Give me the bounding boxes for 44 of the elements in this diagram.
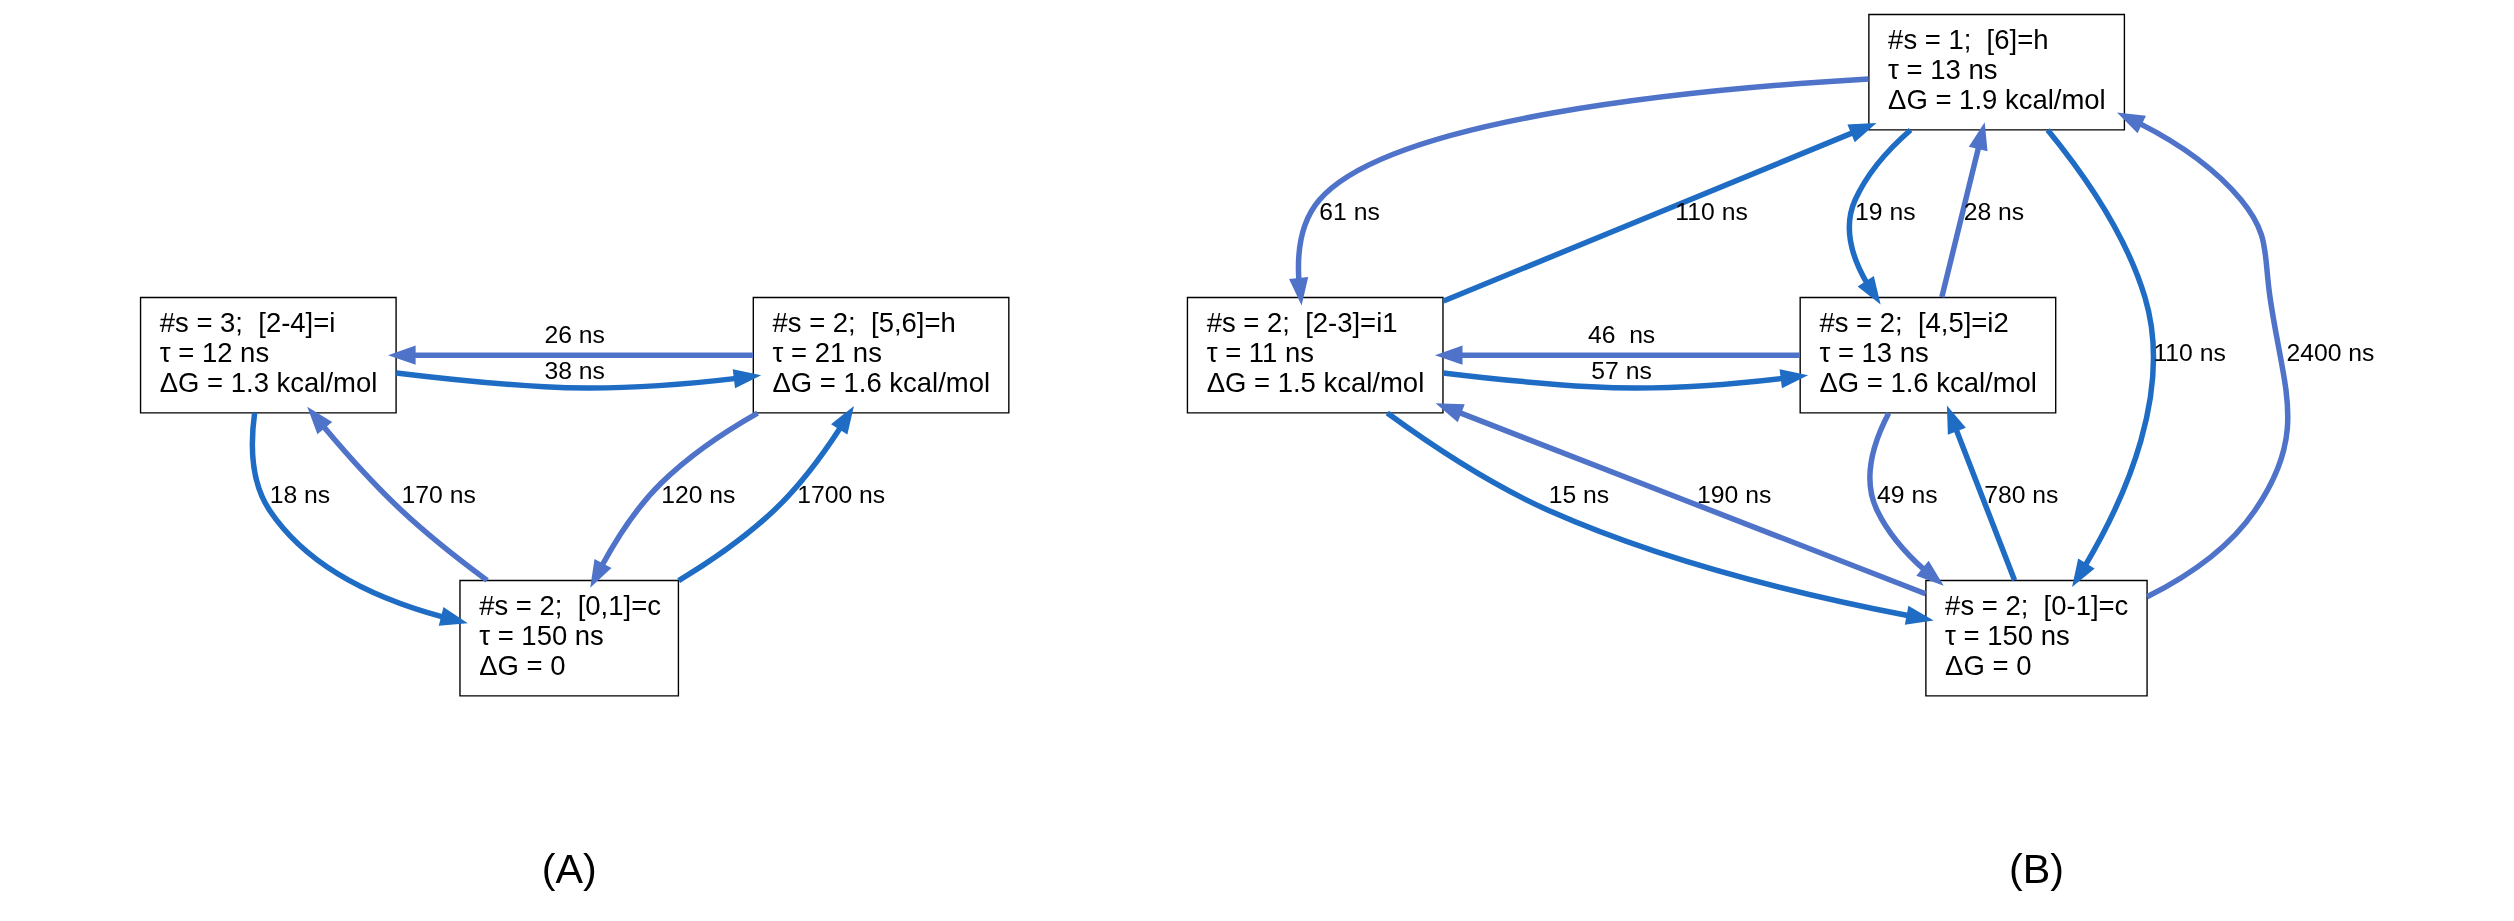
arrow [1442,368,1808,391]
node-box: #s = 2; [4,5]=i2 τ = 13 ns ΔG = 1.6 kcal/mol [1799,296,2056,414]
arrow [387,345,753,365]
node-box: #s = 2; [2-3]=i1 τ = 11 ns ΔG = 1.5 kcal/mol [1186,296,1444,414]
arrow [676,405,854,583]
arrow [1435,402,1926,596]
arrow [1946,405,2017,581]
edge-label: 38 ns [543,356,605,384]
arrow [1938,121,1987,298]
edge-label: 49 ns [1876,480,1938,508]
arrow [1385,410,1934,625]
edge-label: 57 ns [1590,356,1652,384]
edge-label: 190 ns [1696,480,1771,508]
edge-label: 46 ns [1587,320,1655,348]
arrow [249,412,468,626]
arrow [1846,127,1912,304]
node-box: #s = 2; [5,6]=h τ = 21 ns ΔG = 1.6 kcal/mol [752,296,1009,414]
node-box: #s = 2; [0-1]=c τ = 150 ns ΔG = 0 [1924,579,2148,697]
edge-label: 2400 ns [2286,338,2374,366]
edge-label: 110 ns [1674,197,1748,225]
arrow [1288,75,1869,305]
edge-label: 15 ns [1548,480,1609,508]
arrow [306,406,489,583]
arrow [1442,122,1877,304]
arrow [1866,411,1944,586]
edge-label: 1700 ns [796,480,885,508]
arrow [2116,112,2290,599]
edge-label: 18 ns [269,480,330,508]
arrow [2045,127,2156,587]
label: (B) [2008,845,2064,892]
arrow [589,410,759,588]
node-box: #s = 3; [2-4]=i τ = 12 ns ΔG = 1.3 kcal/mol [139,296,397,414]
edge-label: 170 ns [401,480,476,508]
edge-label: 61 ns [1318,197,1380,225]
arrow [395,368,761,391]
edge-label: 120 ns [660,480,735,508]
edge-label: 780 ns [1983,480,2058,508]
node-box: #s = 1; [6]=h τ = 13 ns ΔG = 1.9 kcal/mol [1867,13,2125,131]
node-box: #s = 2; [0,1]=c τ = 150 ns ΔG = 0 [458,579,679,697]
edge-label: 28 ns [1963,197,2024,225]
edge-label: 26 ns [543,320,605,348]
arrow [1434,345,1800,365]
edge-label: 19 ns [1854,197,1916,225]
label: (A) [541,845,597,892]
